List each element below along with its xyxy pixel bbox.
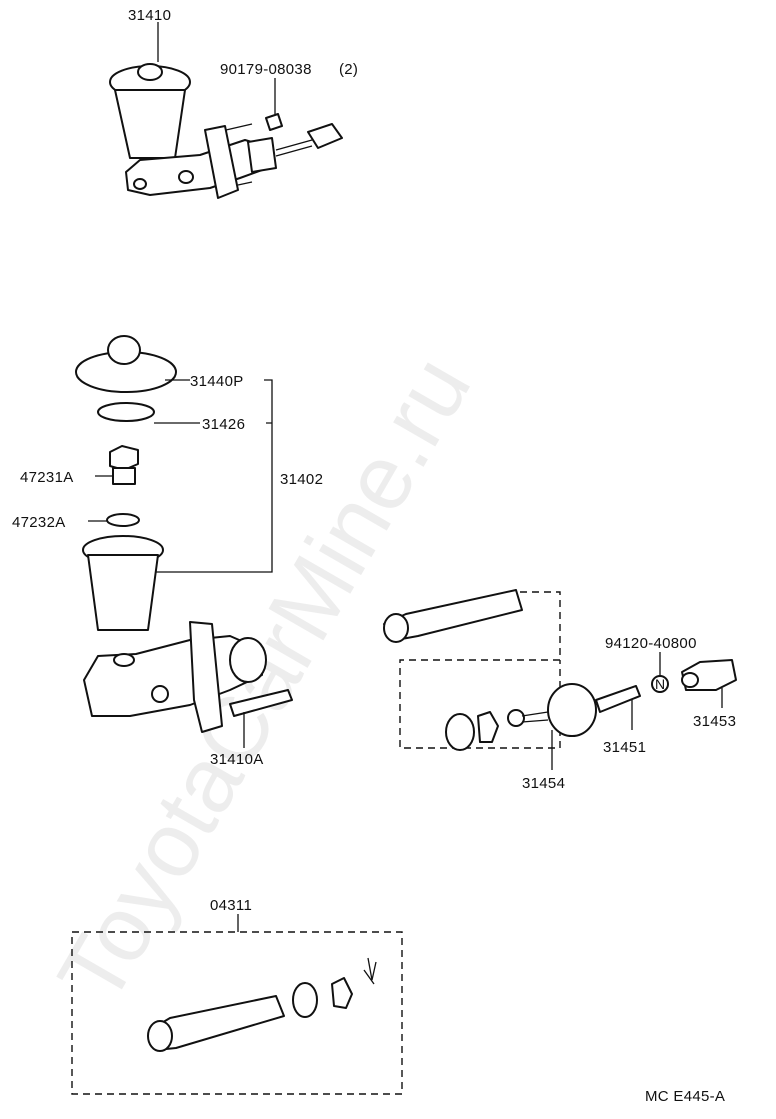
label-boot: 31454 [522, 775, 565, 792]
label-union-bolt: 47231A [20, 469, 74, 486]
clevis[interactable] [681, 659, 737, 691]
reservoir-cap[interactable] [75, 335, 177, 393]
label-nut-qty: (2) [339, 61, 358, 78]
label-reservoir-cap: 31440P [190, 373, 244, 390]
dust-boot[interactable] [383, 589, 523, 643]
repair-kit-retainer[interactable] [331, 977, 353, 1009]
union-bolt[interactable] [109, 445, 139, 485]
cap-diaphragm[interactable] [97, 402, 155, 422]
label-clevis: 31453 [693, 713, 736, 730]
label-kit-bracket: 31402 [280, 471, 323, 488]
stud-bolt[interactable] [229, 689, 293, 717]
label-stud-bolt: 31410A [210, 751, 264, 768]
label-gasket: 47232A [12, 514, 66, 531]
push-rod-assembly[interactable] [445, 683, 641, 751]
label-lock-nut: 94120-40800 [605, 635, 697, 652]
label-repair-kit: 04311 [210, 897, 252, 914]
gasket[interactable] [106, 513, 140, 527]
reservoir-body[interactable] [82, 535, 164, 631]
repair-kit-clip[interactable] [363, 957, 377, 985]
repair-kit-washer[interactable] [292, 982, 318, 1018]
repair-kit-boot[interactable] [147, 995, 285, 1052]
diagram-code: MC E445-A [645, 1088, 725, 1105]
cylinder-body[interactable] [83, 621, 267, 733]
label-push-rod: 31451 [603, 739, 646, 756]
repair-kit-box [71, 931, 403, 1095]
label-nut: 90179-08038 [220, 61, 312, 78]
label-cap-diaphragm: 31426 [202, 416, 245, 433]
label-nut-symbol: N [655, 676, 665, 692]
label-master-cylinder-assy: 31410 [128, 7, 171, 24]
master-cylinder-assembly[interactable] [109, 63, 343, 199]
